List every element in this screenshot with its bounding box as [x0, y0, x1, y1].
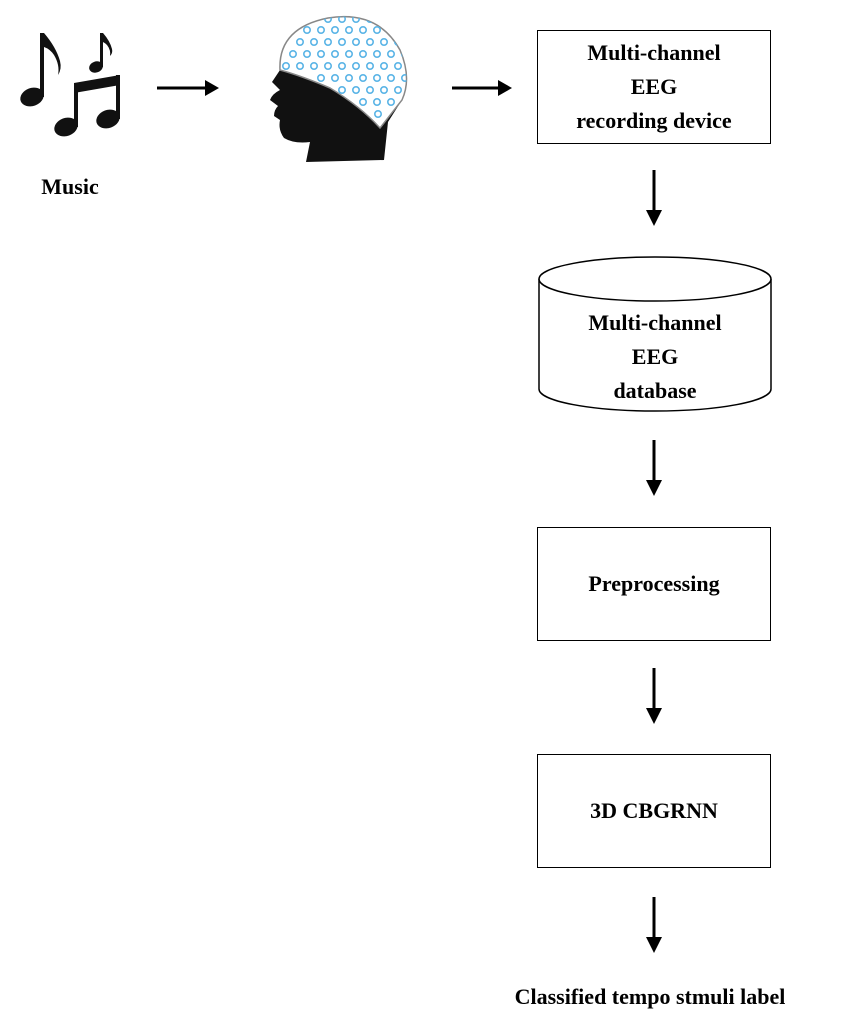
preprocessing-box: Preprocessing	[537, 527, 771, 641]
recording-device-label: Multi-channel EEG recording device	[576, 36, 731, 138]
recording-device-box: Multi-channel EEG recording device	[537, 30, 771, 144]
arrow-device-to-database	[646, 170, 662, 226]
arrow-preprocessing-to-model	[646, 668, 662, 724]
arrow-model-to-output	[646, 897, 662, 953]
output-label: Classified tempo stmuli label	[514, 984, 786, 1009]
database-line-2: EEG	[631, 344, 679, 369]
model-label: 3D CBGRNN	[590, 798, 718, 823]
arrow-music-to-head	[157, 80, 219, 96]
database-line-1: Multi-channel	[588, 310, 722, 335]
recording-device-line-2: EEG	[630, 74, 678, 99]
music-label: Music	[41, 174, 99, 199]
arrow-head-to-device	[452, 80, 512, 96]
recording-device-line-1: Multi-channel	[587, 40, 721, 65]
database-cylinder	[538, 256, 772, 412]
eeg-head-icon	[270, 15, 408, 162]
recording-device-line-3: recording device	[576, 108, 732, 133]
arrow-database-to-preprocessing	[646, 440, 662, 496]
music-notes-icon	[20, 33, 120, 137]
database-label: Multi-channel EEG database	[537, 306, 773, 408]
preprocessing-label: Preprocessing	[588, 571, 720, 596]
database-line-3: database	[613, 378, 697, 403]
model-box: 3D CBGRNN	[537, 754, 771, 868]
